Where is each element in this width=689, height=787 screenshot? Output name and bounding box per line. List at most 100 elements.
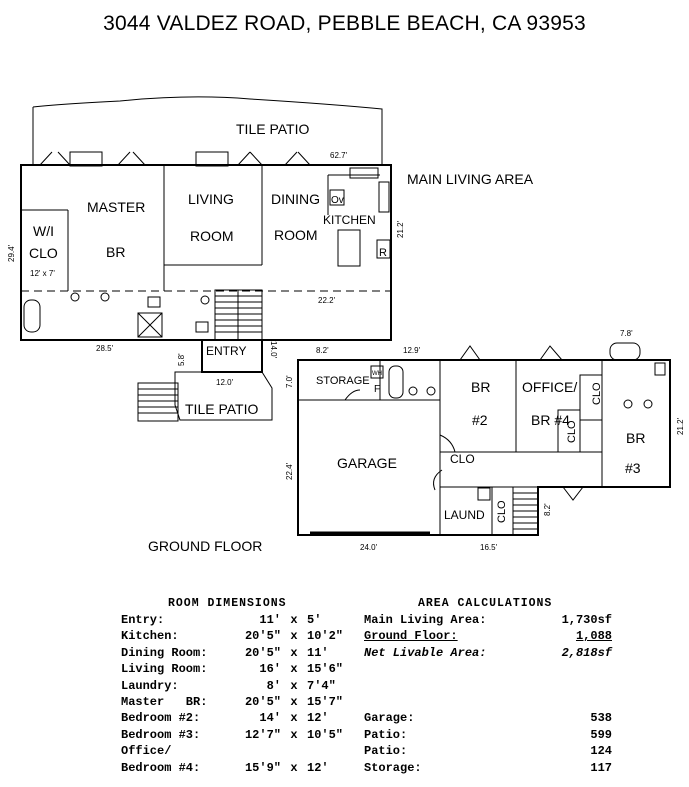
room-dim-x: x bbox=[290, 694, 298, 709]
room-name: Dining Room: bbox=[121, 645, 208, 660]
label-oven: Ov bbox=[331, 195, 344, 206]
label-water-heater: WH bbox=[372, 371, 382, 377]
room-dim-b: 15'6" bbox=[307, 662, 344, 677]
label-storage: STORAGE bbox=[316, 375, 370, 387]
label-fridge: R bbox=[379, 247, 387, 259]
room-dim-b: 10'5" bbox=[307, 727, 344, 742]
floor-plan: TILE PATIO MAIN LIVING AREA MASTER BR W/… bbox=[7, 96, 685, 554]
label-tile-patio-bottom: TILE PATIO bbox=[185, 401, 258, 417]
label-hall-clo: CLO bbox=[450, 452, 475, 466]
room-dim-a: 12'7" bbox=[244, 727, 281, 742]
label-laund: LAUND bbox=[444, 508, 485, 522]
label-office-clo-2: CLO bbox=[566, 420, 578, 443]
room-dim-b: 7'4" bbox=[307, 678, 336, 693]
area-value: 124 bbox=[590, 744, 612, 759]
room-dim-b: 12' bbox=[307, 760, 329, 775]
label-laund-clo: CLO bbox=[496, 500, 508, 523]
table-row: Patio: 124 bbox=[364, 744, 612, 760]
main-stairs bbox=[214, 289, 263, 341]
room-dim-b: 15'7" bbox=[307, 694, 344, 709]
room-dim-a: 14' bbox=[259, 711, 281, 726]
label-kitchen: KITCHEN bbox=[323, 213, 376, 227]
dim-28-5: 28.5' bbox=[96, 344, 114, 353]
room-dim-x: x bbox=[290, 760, 298, 775]
label-br2-num: #2 bbox=[472, 412, 488, 428]
label-dining-room: ROOM bbox=[274, 227, 318, 243]
dim-16-5: 16.5' bbox=[480, 543, 498, 552]
room-dim-x: x bbox=[290, 645, 298, 660]
label-br3-num: #3 bbox=[625, 460, 641, 476]
area-value: 599 bbox=[590, 727, 612, 742]
table-row: Ground Floor:1,088 bbox=[364, 629, 612, 645]
label-office: OFFICE/ bbox=[522, 379, 577, 395]
area-calculations-header: AREA CALCULATIONS bbox=[418, 597, 553, 610]
dim-14-0: 14.0' bbox=[269, 341, 278, 359]
label-master-br: BR bbox=[106, 244, 125, 260]
room-dim-a: 20'5" bbox=[244, 629, 281, 644]
area-name: Storage: bbox=[364, 760, 422, 775]
area-name bbox=[364, 679, 534, 695]
room-dim-b: 11' bbox=[307, 645, 329, 660]
room-dim-x: x bbox=[290, 613, 298, 627]
label-br4: BR #4 bbox=[531, 412, 570, 428]
label-main-living-area: MAIN LIVING AREA bbox=[407, 171, 534, 187]
bottom-patio-outline bbox=[174, 371, 273, 421]
label-furnace: F bbox=[374, 384, 380, 395]
label-br2: BR bbox=[471, 379, 490, 395]
dim-5-8: 5.8' bbox=[177, 353, 186, 366]
table-row bbox=[364, 695, 612, 711]
dim-8-2-stairs: 8.2' bbox=[543, 503, 552, 516]
dim-8-2-storage: 8.2' bbox=[316, 346, 329, 355]
room-dim-b: 10'2" bbox=[307, 629, 344, 644]
area-calculations-table: Main Living Area: 1,730sf Ground Floor:1,… bbox=[364, 613, 612, 777]
room-dim-a: 11' bbox=[259, 613, 281, 627]
room-name: Office/ bbox=[121, 744, 172, 759]
area-value: 538 bbox=[590, 711, 612, 726]
area-value bbox=[534, 695, 612, 711]
label-ground-floor: GROUND FLOOR bbox=[148, 538, 262, 554]
room-name: Entry: bbox=[121, 613, 165, 627]
patio-outline bbox=[32, 96, 383, 165]
room-dim-x: x bbox=[290, 727, 298, 742]
table-row: Patio:599 bbox=[364, 728, 612, 744]
area-name bbox=[364, 662, 534, 678]
table-row: Garage:538 bbox=[364, 711, 612, 727]
room-dim-x: x bbox=[290, 711, 298, 726]
area-value: 2,818sf bbox=[561, 645, 612, 660]
room-dim-b: 12' bbox=[307, 711, 329, 726]
label-tile-patio-top: TILE PATIO bbox=[236, 121, 309, 137]
table-row bbox=[364, 679, 612, 695]
label-br3: BR bbox=[626, 430, 645, 446]
room-dim-b: 5' bbox=[307, 613, 322, 627]
label-master: MASTER bbox=[87, 199, 145, 215]
area-name: Net Livable Area: bbox=[364, 645, 487, 660]
dim-21-2-ground: 21.2' bbox=[676, 417, 685, 435]
label-office-clo: CLO bbox=[591, 382, 603, 405]
summary-tables: ROOM DIMENSIONS AREA CALCULATIONS Entry:… bbox=[0, 597, 689, 787]
room-dim-a: 20'5" bbox=[244, 694, 281, 709]
area-value: 117 bbox=[590, 760, 612, 775]
label-living: LIVING bbox=[188, 191, 234, 207]
area-name: Patio: bbox=[364, 744, 408, 759]
table-row: Entry: 11' x 5' bbox=[121, 613, 359, 629]
area-value: 1,730sf bbox=[561, 613, 612, 627]
room-dim-a: 20'5" bbox=[244, 645, 281, 660]
dim-29-4: 29.4' bbox=[7, 244, 16, 262]
area-name: Main Living Area: bbox=[364, 613, 487, 627]
dim-7-8: 7.8' bbox=[620, 329, 633, 338]
table-row bbox=[364, 662, 612, 678]
label-walk-in-clo: CLO bbox=[29, 245, 58, 261]
label-walk-in-dim: 12' x 7' bbox=[30, 269, 55, 278]
label-living-room: ROOM bbox=[190, 228, 234, 244]
room-dim-x bbox=[281, 744, 307, 760]
area-name: Ground Floor: bbox=[364, 629, 458, 644]
room-name: Kitchen: bbox=[121, 629, 179, 644]
table-row: Storage: 117 bbox=[364, 761, 612, 777]
page-title: 3044 VALDEZ ROAD, PEBBLE BEACH, CA 93953 bbox=[103, 12, 586, 35]
